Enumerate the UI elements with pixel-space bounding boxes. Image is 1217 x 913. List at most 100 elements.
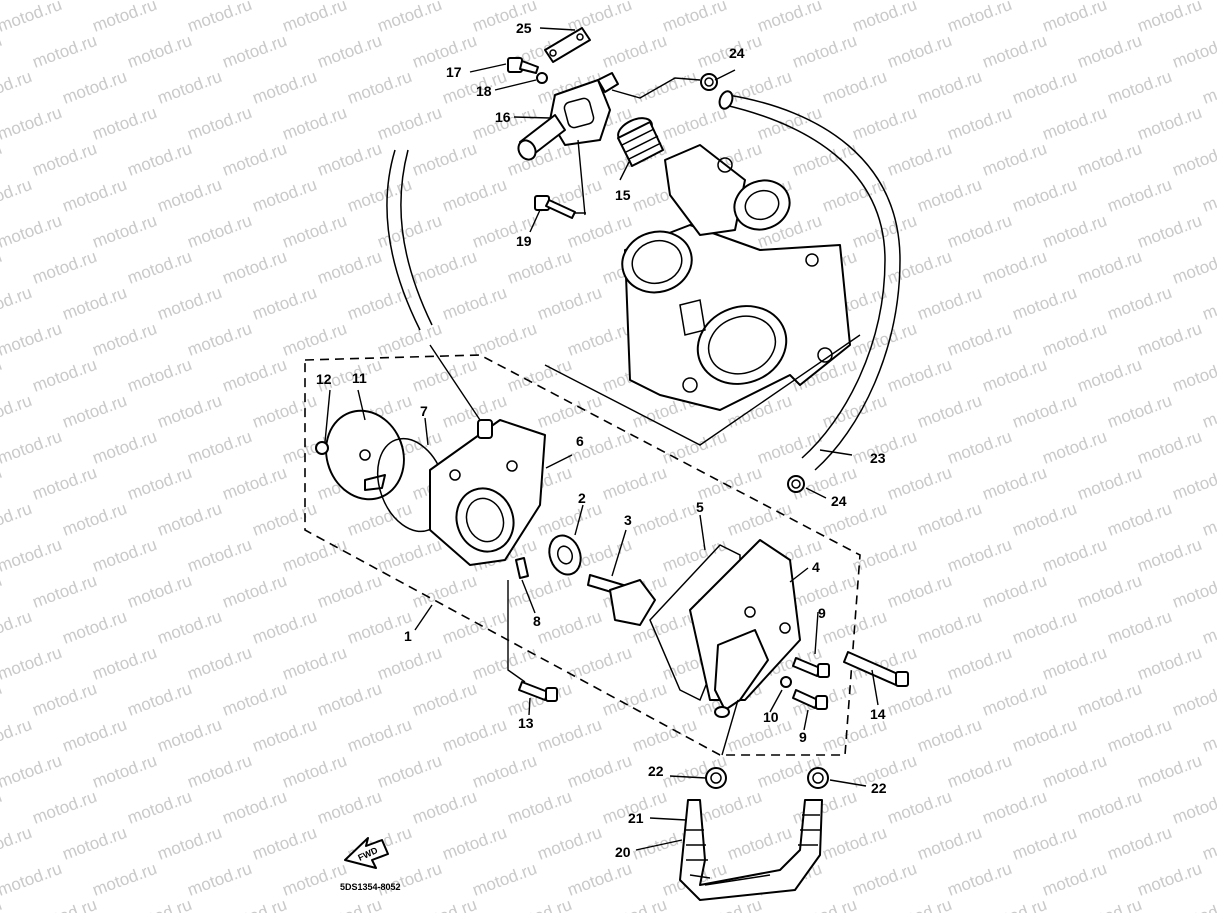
callout-16: 16 <box>495 109 511 125</box>
watermark-text: motod.ru <box>220 463 290 504</box>
watermark-text: motod.ru <box>410 787 480 828</box>
watermark-text: motod.ru <box>945 0 1015 36</box>
watermark-text: motod.ru <box>0 67 34 108</box>
callout-9a: 9 <box>818 605 826 621</box>
watermark-text: motod.ru <box>850 103 920 144</box>
thermostat <box>617 117 664 167</box>
watermark-text: motod.ru <box>220 355 290 396</box>
watermark-text: motod.ru <box>1135 859 1205 900</box>
callout-18: 18 <box>476 83 492 99</box>
watermark-text: motod.ru <box>60 67 130 108</box>
watermark-text: motod.ru <box>220 139 290 180</box>
watermark-text: motod.ru <box>505 895 575 913</box>
watermark-text: motod.ru <box>250 67 320 108</box>
watermark-text: motod.ru <box>1010 391 1080 432</box>
watermark-text: motod.ru <box>60 499 130 540</box>
callout-15: 15 <box>615 187 631 203</box>
watermark-text: motod.ru <box>185 103 255 144</box>
watermark-text: motod.ru <box>125 463 195 504</box>
watermark-text: motod.ru <box>885 247 955 288</box>
watermark-text: motod.ru <box>0 283 34 324</box>
watermark-text: motod.ru <box>0 751 64 792</box>
watermark-text: motod.ru <box>250 823 320 864</box>
watermark-text: motod.ru <box>885 787 955 828</box>
watermark-text: motod.ru <box>915 175 985 216</box>
watermark-text: motod.ru <box>90 751 160 792</box>
watermark-text: motod.ru <box>250 499 320 540</box>
callout-7: 7 <box>420 403 428 419</box>
watermark-text: motod.ru <box>410 355 480 396</box>
watermark-text: motod.ru <box>885 895 955 913</box>
watermark-text: motod.ru <box>695 787 765 828</box>
watermark-text: motod.ru <box>1040 319 1110 360</box>
watermark-text: motod.ru <box>1200 499 1217 540</box>
watermark-text: motod.ru <box>1075 31 1145 72</box>
watermark-text: motod.ru <box>280 751 350 792</box>
watermark-text: motod.ru <box>315 139 385 180</box>
watermark-text: motod.ru <box>0 715 34 756</box>
watermark-text: motod.ru <box>885 31 955 72</box>
watermark-text: motod.ru <box>185 859 255 900</box>
watermark-text: motod.ru <box>185 319 255 360</box>
watermark-text: motod.ru <box>915 499 985 540</box>
watermark-text: motod.ru <box>980 787 1050 828</box>
watermark-text: motod.ru <box>1135 0 1205 36</box>
watermark-text: motod.ru <box>125 571 195 612</box>
watermark-text: motod.ru <box>0 175 34 216</box>
watermark-text: motod.ru <box>1135 643 1205 684</box>
watermark-text: motod.ru <box>30 895 100 913</box>
watermark-text: motod.ru <box>315 247 385 288</box>
watermark-text: motod.ru <box>155 823 225 864</box>
watermark-text: motod.ru <box>945 643 1015 684</box>
watermark-text: motod.ru <box>220 679 290 720</box>
callout-3: 3 <box>624 512 632 528</box>
watermark-text: motod.ru <box>1010 607 1080 648</box>
watermark-text: motod.ru <box>885 139 955 180</box>
watermark-text: motod.ru <box>885 571 955 612</box>
watermark-text: motod.ru <box>345 283 415 324</box>
watermark-text: motod.ru <box>90 103 160 144</box>
watermark-text: motod.ru <box>0 355 4 396</box>
watermark-text: motod.ru <box>1135 751 1205 792</box>
watermark-text: motod.ru <box>600 31 670 72</box>
watermark-text: motod.ru <box>30 139 100 180</box>
watermark-text: motod.ru <box>695 463 765 504</box>
watermark-text: motod.ru <box>250 607 320 648</box>
callout-20: 20 <box>615 844 631 860</box>
watermark-text: motod.ru <box>850 0 920 36</box>
watermark-text: motod.ru <box>1105 67 1175 108</box>
clamp-24-lower <box>787 475 805 493</box>
watermark-text: motod.ru <box>30 679 100 720</box>
washer-10 <box>780 676 792 688</box>
watermark-text: motod.ru <box>1075 355 1145 396</box>
watermark-text: motod.ru <box>410 247 480 288</box>
watermark-text: motod.ru <box>820 67 890 108</box>
watermark-text: motod.ru <box>410 31 480 72</box>
watermark-text: motod.ru <box>1010 823 1080 864</box>
watermark-text: motod.ru <box>30 463 100 504</box>
watermark-text: motod.ru <box>155 391 225 432</box>
watermark-text: motod.ru <box>185 211 255 252</box>
watermark-text: motod.ru <box>565 859 635 900</box>
watermark-text: motod.ru <box>915 67 985 108</box>
watermark-text: motod.ru <box>1075 679 1145 720</box>
watermark-text: motod.ru <box>0 535 64 576</box>
watermark-text: motod.ru <box>820 391 890 432</box>
watermark-text: motod.ru <box>90 211 160 252</box>
hose-23 <box>718 90 901 471</box>
bolt-14 <box>843 651 909 687</box>
watermark-text: motod.ru <box>220 31 290 72</box>
watermark-text: motod.ru <box>0 571 4 612</box>
watermark-text: motod.ru <box>535 607 605 648</box>
watermark-text: motod.ru <box>1075 571 1145 612</box>
watermark-text: motod.ru <box>1170 247 1217 288</box>
impeller-cover-11 <box>325 409 405 501</box>
watermark-text: motod.ru <box>1135 103 1205 144</box>
callout-19: 19 <box>516 233 532 249</box>
bolt-13 <box>518 681 558 702</box>
watermark-text: motod.ru <box>1200 175 1217 216</box>
watermark-text: motod.ru <box>1040 427 1110 468</box>
watermark-text: motod.ru <box>1170 787 1217 828</box>
watermark-text: motod.ru <box>90 859 160 900</box>
watermark-text: motod.ru <box>470 643 540 684</box>
